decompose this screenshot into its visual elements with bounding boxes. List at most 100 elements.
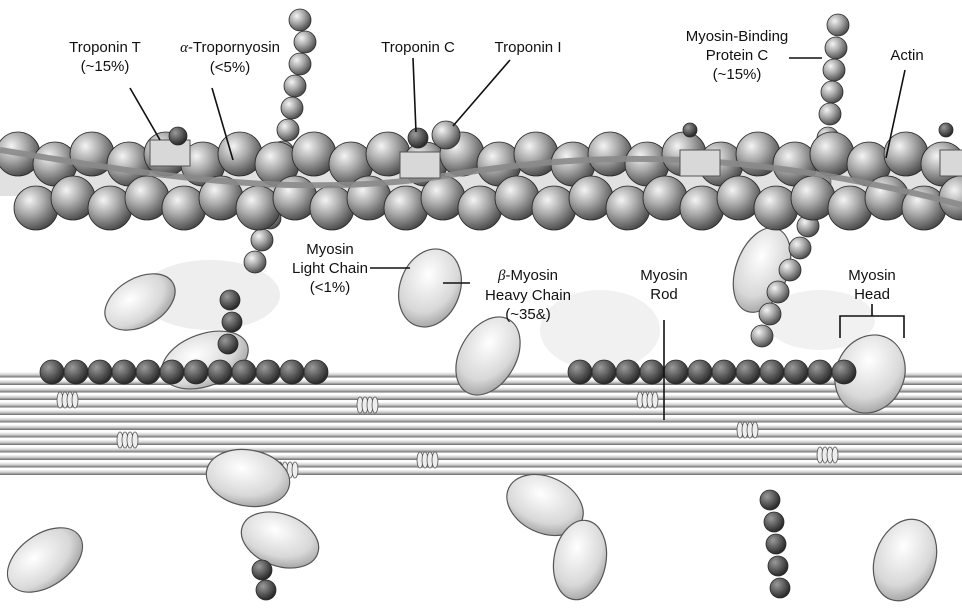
troponin-bead: [683, 123, 697, 137]
troponin-i-name: Troponin I: [478, 38, 578, 57]
chain-bead: [770, 578, 790, 598]
chain-bead: [751, 325, 773, 347]
chain-bead: [222, 312, 242, 332]
mybpc-line1: Myosin-Binding: [670, 27, 804, 46]
label-myosin-binding-protein-c: Myosin-Binding Protein C (~15%): [670, 27, 804, 84]
troponin-bead: [939, 123, 953, 137]
troponin-complex: [940, 150, 962, 176]
chain-bead: [304, 360, 328, 384]
troponin-t-percent: (~15%): [46, 57, 164, 76]
chain-bead: [218, 334, 238, 354]
chain-bead: [160, 360, 184, 384]
thick-filament-strand: [0, 417, 962, 423]
chain-bead: [208, 360, 232, 384]
tropomyosin-greek: α: [180, 40, 188, 56]
chain-bead: [825, 37, 847, 59]
myosin-tail-coil: [292, 462, 298, 478]
chain-bead: [767, 281, 789, 303]
chain-bead: [823, 59, 845, 81]
troponin-complex: [400, 152, 440, 178]
chain-bead: [64, 360, 88, 384]
myosin-tail-coil: [432, 452, 438, 468]
chain-bead: [832, 360, 856, 384]
heavy-chain-line1: -Myosin: [505, 267, 558, 284]
mybpc-percent: (~15%): [670, 65, 804, 84]
chain-bead: [760, 490, 780, 510]
troponin-c-bead: [408, 128, 428, 148]
chain-bead: [280, 360, 304, 384]
myosin-tail-coil: [72, 392, 78, 408]
mybpc-line2: Protein C: [670, 46, 804, 65]
chain-bead: [232, 360, 256, 384]
chain-bead: [284, 75, 306, 97]
chain-bead: [616, 360, 640, 384]
chain-bead: [592, 360, 616, 384]
chain-bead: [760, 360, 784, 384]
thick-filament-strand: [0, 425, 962, 431]
chain-bead: [252, 560, 272, 580]
troponin-c-name: Troponin C: [368, 38, 468, 57]
chain-bead: [808, 360, 832, 384]
actin-name: Actin: [878, 46, 936, 65]
chain-bead: [281, 97, 303, 119]
troponin-i-bead: [432, 121, 460, 149]
myosin-tail-coil: [372, 397, 378, 413]
chain-bead: [764, 512, 784, 532]
chain-bead: [821, 81, 843, 103]
chain-bead: [220, 290, 240, 310]
chain-bead: [766, 534, 786, 554]
chain-bead: [277, 119, 299, 141]
chain-bead: [779, 259, 801, 281]
chain-bead: [768, 556, 788, 576]
thick-filament-strand: [0, 462, 962, 468]
chain-bead: [256, 580, 276, 600]
label-troponin-c: Troponin C: [368, 38, 468, 57]
troponin-complex: [680, 150, 720, 176]
thick-filament-strand: [0, 470, 962, 476]
label-myosin-light-chain: Myosin Light Chain (<1%): [282, 240, 378, 297]
myosin-tail-coil: [752, 422, 758, 438]
heavy-chain-percent: (~35&): [466, 305, 590, 324]
thick-filament-strand: [0, 402, 962, 408]
thick-filament-strand: [0, 440, 962, 446]
chain-bead: [664, 360, 688, 384]
tropomyosin-name: -Tropornyosin: [188, 39, 280, 56]
chain-bead: [244, 251, 266, 273]
troponin-complex: [150, 140, 190, 166]
chain-bead: [289, 9, 311, 31]
myosin-rod-line2: Rod: [624, 285, 704, 304]
myosin-head-shape: [0, 515, 94, 606]
chain-bead: [688, 360, 712, 384]
myosin-tail-coil: [652, 392, 658, 408]
myosin-head-line2: Head: [830, 285, 914, 304]
myosin-head-shape: [202, 443, 294, 513]
chain-bead: [784, 360, 808, 384]
chain-bead: [251, 229, 273, 251]
thick-filament-strand: [0, 432, 962, 438]
myosin-head-shape: [388, 240, 472, 336]
label-actin: Actin: [878, 46, 936, 65]
label-beta-myosin-heavy-chain: β-Myosin Heavy Chain (~35&): [466, 266, 590, 324]
leader-troponin-i: [453, 60, 510, 126]
label-tropomyosin: α-Tropornyosin (<5%): [150, 38, 310, 77]
myosin-tail-coil: [832, 447, 838, 463]
troponin-bead: [169, 127, 187, 145]
chain-bead: [712, 360, 736, 384]
chain-bead: [136, 360, 160, 384]
thick-filament-strand: [0, 410, 962, 416]
chain-bead: [112, 360, 136, 384]
chain-bead: [184, 360, 208, 384]
light-chain-line1: Myosin: [282, 240, 378, 259]
troponin-t-name: Troponin T: [46, 38, 164, 57]
label-myosin-head: Myosin Head: [830, 266, 914, 304]
chain-bead: [827, 14, 849, 36]
chain-bead: [736, 360, 760, 384]
heavy-chain-line2: Heavy Chain: [466, 286, 590, 305]
myosin-rod-line1: Myosin: [624, 266, 704, 285]
label-troponin-i: Troponin I: [478, 38, 578, 57]
chain-bead: [88, 360, 112, 384]
chain-bead: [40, 360, 64, 384]
leader-troponin-t: [130, 88, 160, 140]
myosin-head-line1: Myosin: [830, 266, 914, 285]
